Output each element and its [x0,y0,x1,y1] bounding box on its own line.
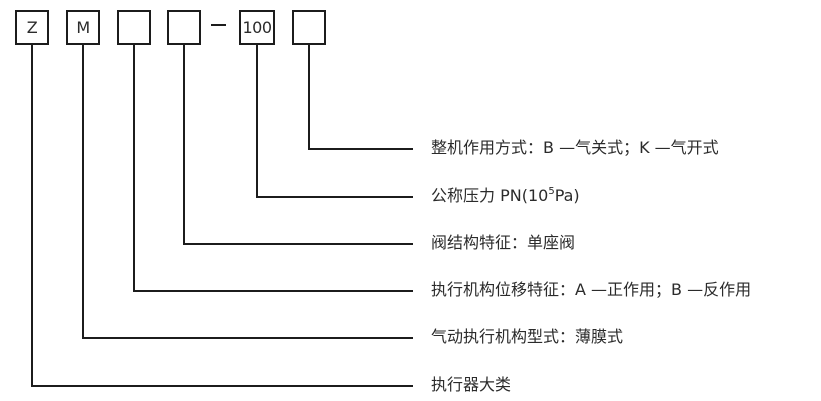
label-action-mode: 整机作用方式：B —气关式；K —气开式 [431,138,719,157]
connector-actuator-type [82,45,413,339]
connector-nominal-pressure [256,45,413,198]
code-box-nominal-pressure-value: 100 [242,18,272,37]
connector-action-mode [308,45,413,150]
label-actuator-class: 执行器大类 [431,375,512,394]
label-valve-structure: 阀结构特征：单座阀 [431,233,576,252]
label-actuator-type: 气动执行机构型式：薄膜式 [431,327,624,346]
code-box-actuator-class-value: Z [26,18,38,37]
code-box-nominal-pressure: 100 [239,10,275,45]
hyphen-separator [211,24,226,26]
code-box-actuator-type-value: M [76,18,90,37]
connector-valve-structure [183,45,413,245]
label-nominal-pressure: 公称压力 PN(105Pa) [431,186,580,206]
label-nominal-pressure-suffix: Pa) [554,186,580,205]
code-box-displacement-feature [117,10,151,45]
code-box-valve-structure [167,10,201,45]
code-box-actuator-type: M [66,10,100,45]
connector-displacement-feature [133,45,413,292]
label-nominal-pressure-prefix: 公称压力 PN(10 [431,186,549,205]
code-box-actuator-class: Z [15,10,49,45]
connector-actuator-class [31,45,413,387]
label-nominal-pressure-exponent: 5 [548,185,555,197]
code-box-action-mode [292,10,326,45]
label-displacement-feature: 执行机构位移特征：A —正作用；B —反作用 [431,280,752,299]
